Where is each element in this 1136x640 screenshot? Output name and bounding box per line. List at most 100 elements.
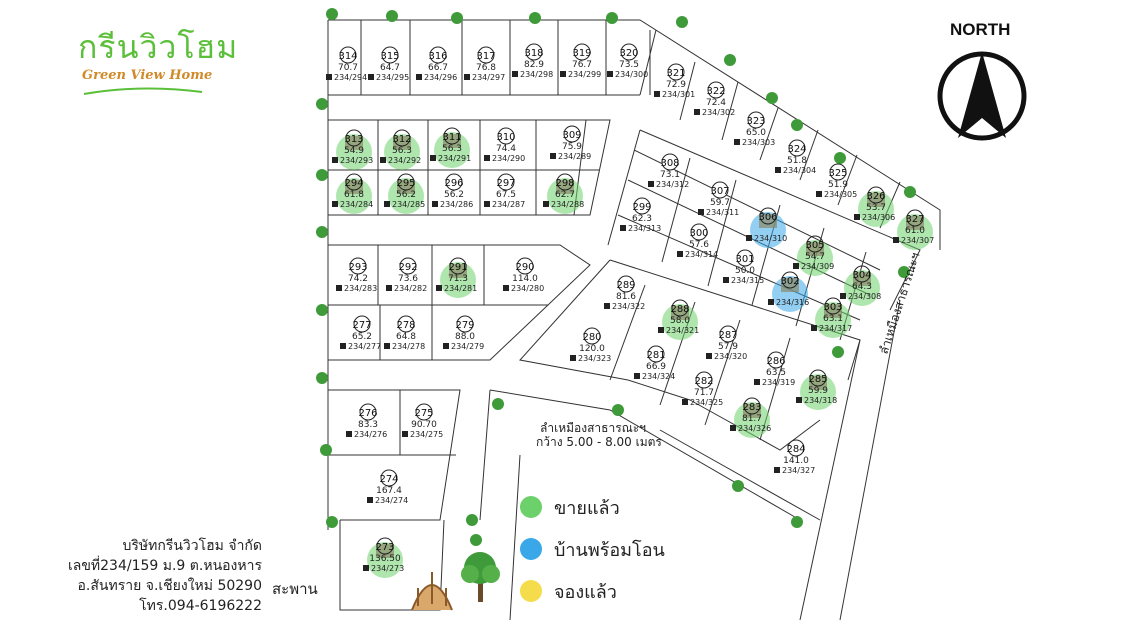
company-phone: โทร.094-6196222 (139, 598, 262, 614)
house-number-icon (840, 293, 846, 299)
tree-icon (904, 186, 916, 198)
tree-icon (834, 152, 846, 164)
house-number-icon (386, 285, 392, 291)
plot-house-number: 234/304 (783, 166, 816, 175)
tree-icon (676, 16, 688, 28)
house-icon (806, 242, 824, 256)
tree-icon (451, 12, 463, 24)
plot-number: 291 (448, 262, 467, 273)
plot-number: 281 (646, 350, 665, 361)
plot-area: 53.7 (866, 203, 886, 213)
plot-area: 83.3 (358, 420, 378, 430)
plot-house-number: 234/291 (438, 154, 471, 163)
house-number-icon (706, 353, 712, 359)
plot-area: 63.5 (766, 368, 786, 378)
plot-house-number: 234/320 (714, 352, 747, 361)
house-number-icon (796, 397, 802, 403)
house-icon (443, 134, 461, 148)
plot-house-number: 234/317 (819, 324, 852, 333)
plot-house-number: 234/306 (862, 213, 895, 222)
plot-number: 324 (787, 144, 806, 155)
house-number-icon (340, 343, 346, 349)
plot-house-number: 234/277 (348, 342, 381, 351)
plot-number: 286 (766, 356, 785, 367)
plot-house-number: 234/315 (731, 276, 764, 285)
tree-icon (316, 226, 328, 238)
plot-area: 65.0 (746, 128, 766, 138)
plot-area: 56.2 (444, 190, 464, 200)
house-number-icon (380, 157, 386, 163)
plot-area: 72.4 (706, 98, 726, 108)
plot-house-number: 234/309 (801, 262, 834, 271)
legend: ขายแล้ว บ้านพร้อมโอน จองแล้ว (520, 486, 665, 612)
plot-house-number: 234/312 (656, 180, 689, 189)
plot-number: 279 (455, 320, 474, 331)
plot-area: 57.6 (689, 240, 709, 250)
tree-icon (326, 8, 338, 20)
tree-icon (316, 169, 328, 181)
plot-number: 304 (852, 270, 871, 281)
house-number-icon (816, 191, 822, 197)
plot-house-number: 234/301 (662, 90, 695, 99)
plot-house-number: 234/326 (738, 424, 771, 433)
house-number-icon (793, 263, 799, 269)
plot-house-number: 234/314 (685, 250, 718, 259)
